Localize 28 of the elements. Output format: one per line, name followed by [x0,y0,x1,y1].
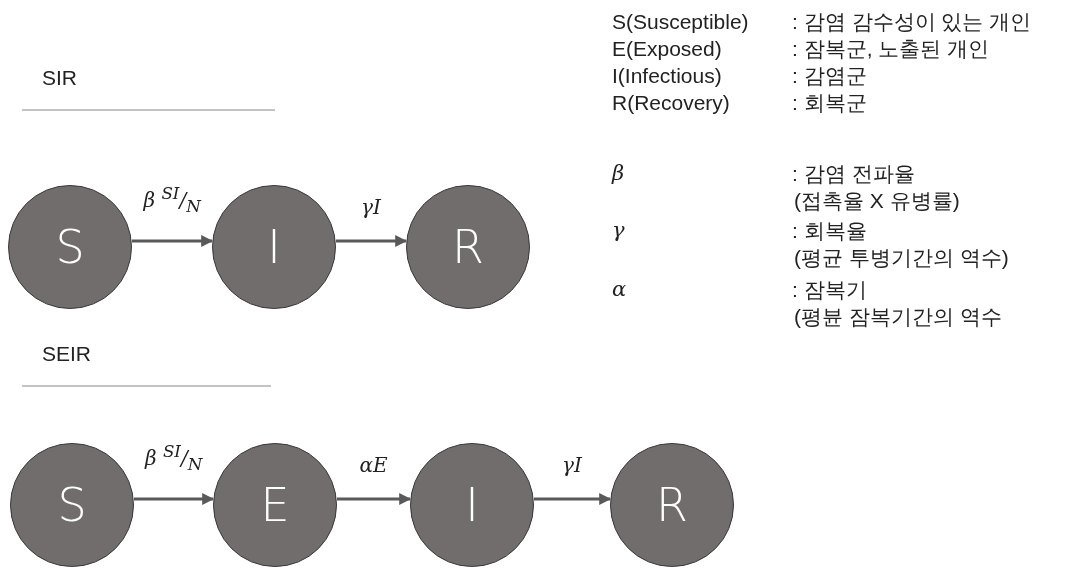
legend-text: : 회복율 (평균 투병기간의 역수) [792,218,1009,271]
legend-text: R(Recovery) [612,90,730,116]
legend-text: : 잠복기 (평뷴 잠복기간의 역수 [792,277,1002,330]
legend-text: S(Susceptible) [612,9,749,35]
symbol-label: γ [612,217,625,244]
section-heading: SEIR [42,341,91,367]
symbol-label: α [612,276,627,303]
state-circle: I [212,185,336,309]
arrow [134,493,215,505]
state-circle: S [10,443,134,567]
arrow [132,235,214,247]
legend-text: : 회복군 [792,90,867,116]
legend-text: : 감염군 [792,63,867,89]
symbol-label: β [612,160,625,187]
state-circle: E [213,443,337,567]
state-circle: S [8,185,132,309]
legend-text: I(Infectious) [612,63,722,89]
legend-text: : 잠복군, 노출된 개인 [792,36,990,62]
legend-text: E(Exposed) [612,36,722,62]
arrow [337,493,412,505]
state-circle: I [410,443,534,567]
arrow [534,493,612,505]
state-circle: R [406,185,530,309]
section-heading: SIR [42,65,77,91]
state-circle: R [610,443,734,567]
legend-text: : 감염 감수성이 있는 개인 [792,9,1032,35]
legend-text: : 감염 전파율 (접촉율 X 유병률) [792,161,960,214]
arrow [336,235,408,247]
